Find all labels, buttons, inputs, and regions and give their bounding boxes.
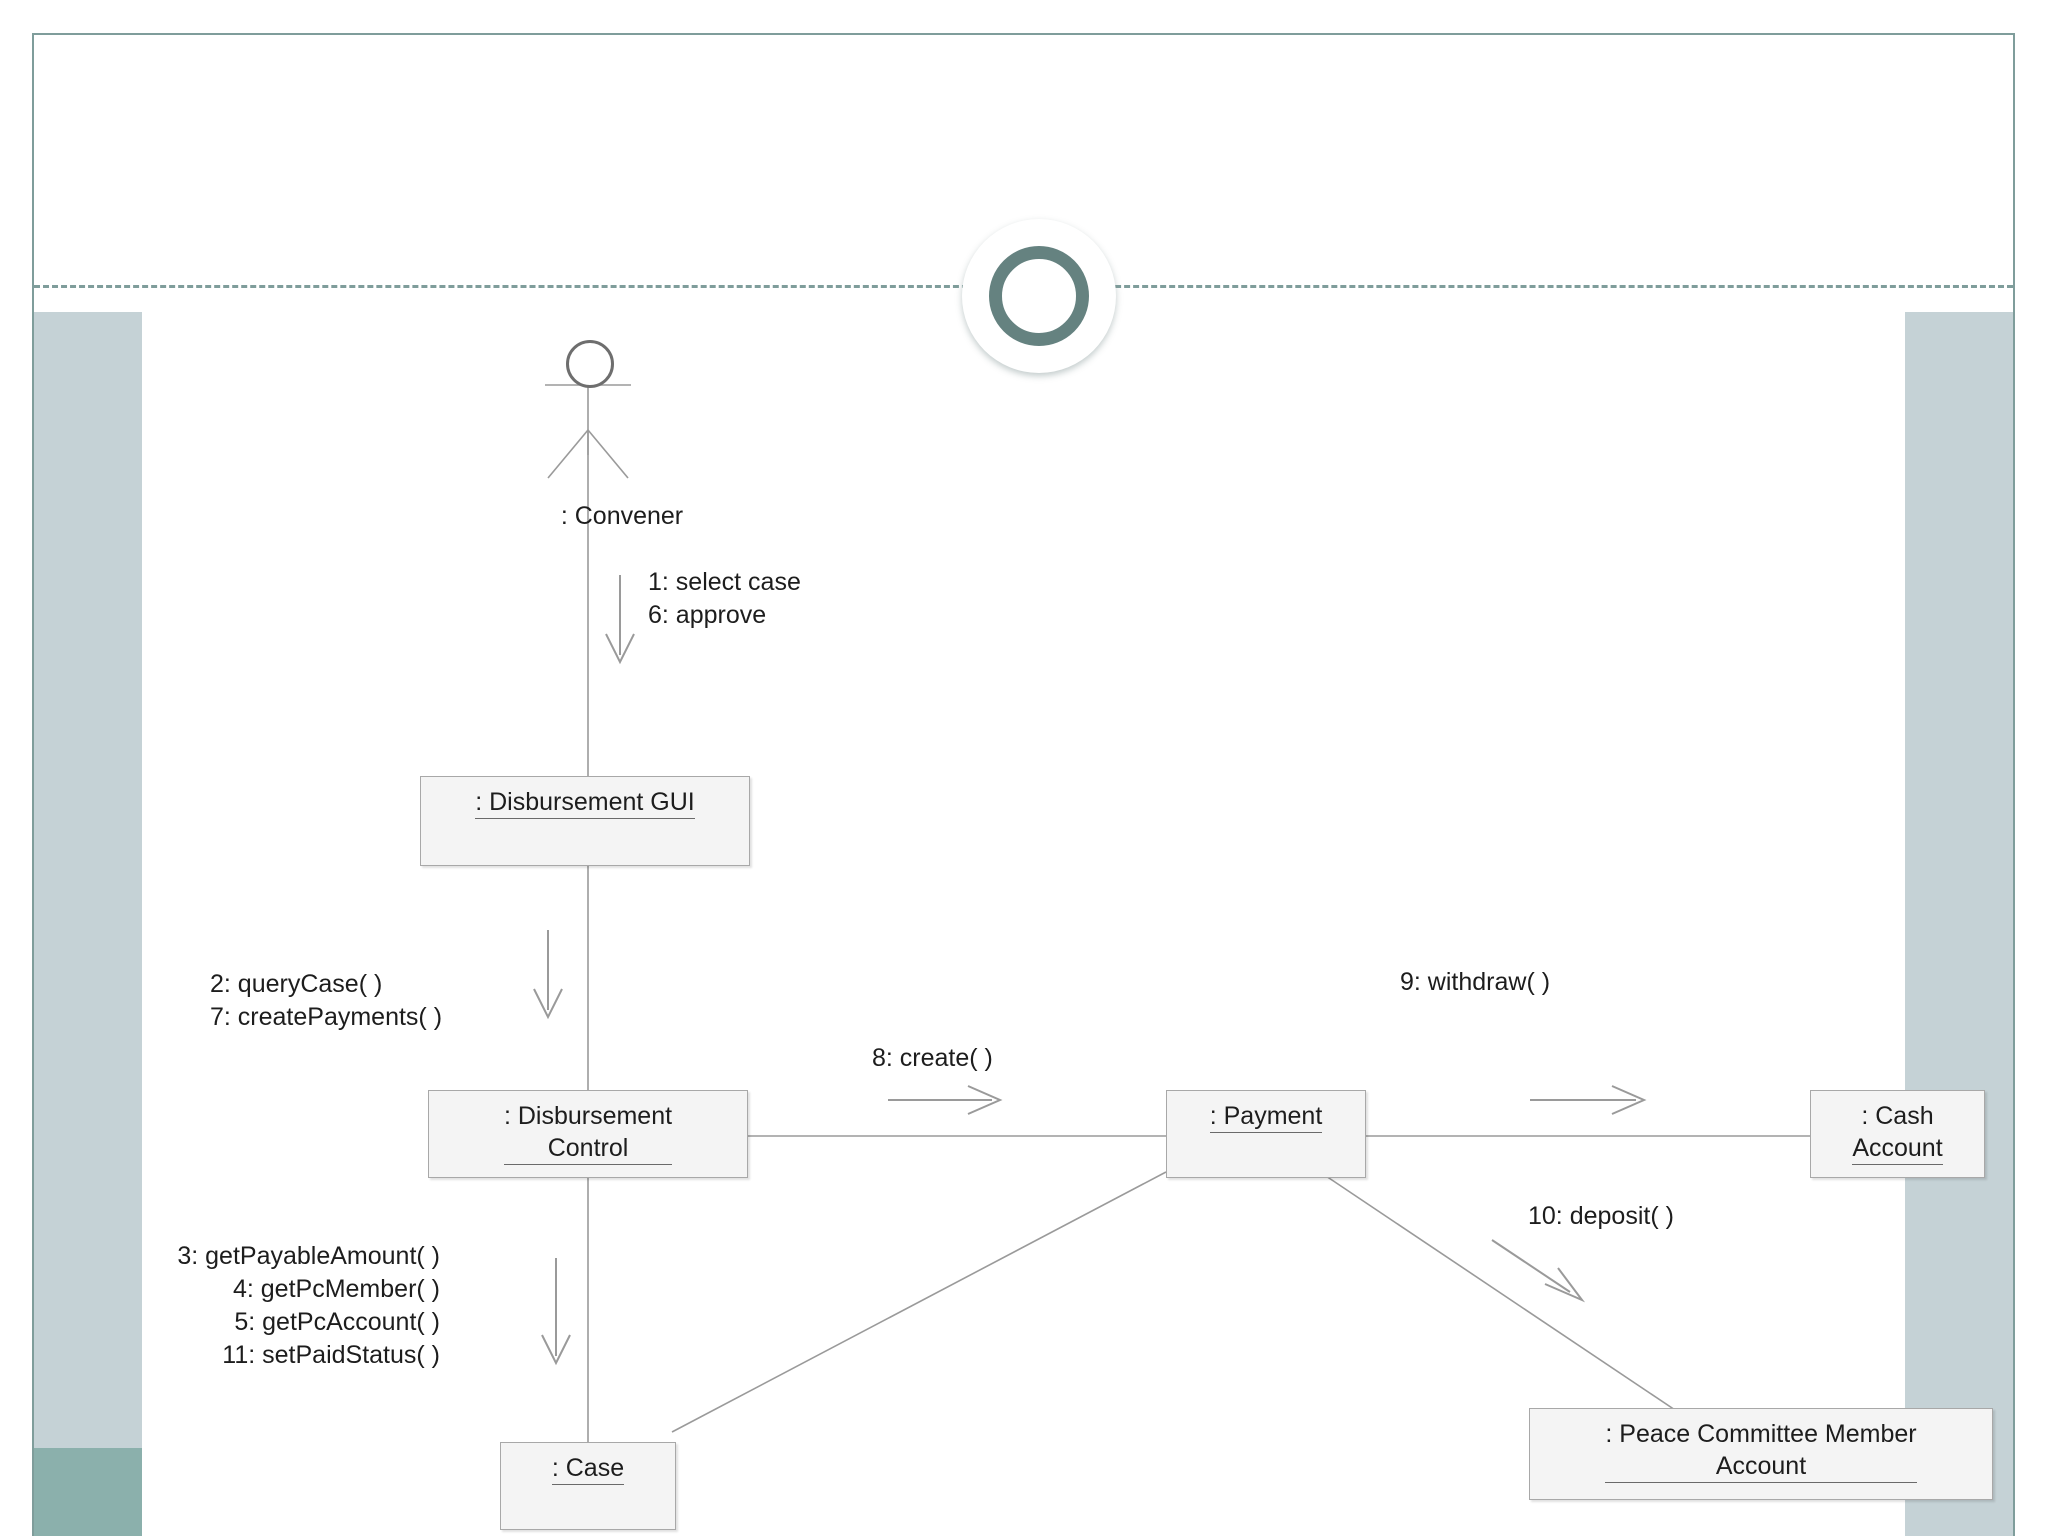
- object-label: : Payment: [1209, 1091, 1323, 1133]
- message-label-control-to-payment: 8: create( ): [872, 1044, 993, 1072]
- object-label: : Cash Account: [1852, 1091, 1943, 1165]
- object-disbursement-gui[interactable]: : Disbursement GUI: [420, 776, 750, 866]
- convener-actor[interactable]: [566, 340, 614, 388]
- object-case[interactable]: : Case: [500, 1442, 676, 1530]
- ring-decoration-icon: [975, 232, 1103, 360]
- object-label: : Disbursement Control: [503, 1091, 673, 1165]
- actor-label: : Convener: [560, 502, 684, 530]
- object-label: : Disbursement GUI: [475, 777, 695, 819]
- object-label: : Peace Committee Member Account: [1605, 1409, 1917, 1483]
- bottom-left-accent-block: [34, 1448, 142, 1536]
- object-pc-member-account[interactable]: : Peace Committee Member Account: [1529, 1408, 1993, 1500]
- object-label: : Case: [551, 1443, 625, 1485]
- object-cash-account[interactable]: : Cash Account: [1810, 1090, 1985, 1178]
- message-label-actor-to-gui: 1: select case 6: approve: [648, 568, 801, 629]
- message-label-payment-to-cash: 9: withdraw( ): [1400, 968, 1551, 996]
- message-label-gui-to-control: 2: queryCase( ) 7: createPayments( ): [210, 970, 443, 1031]
- message-label-control-to-case: 3: getPayableAmount( ) 4: getPcMember( )…: [177, 1242, 440, 1369]
- object-payment[interactable]: : Payment: [1166, 1090, 1366, 1178]
- message-label-payment-to-pc-account: 10: deposit( ): [1528, 1202, 1674, 1230]
- actor-head-icon: [566, 340, 614, 388]
- object-disbursement-control[interactable]: : Disbursement Control: [428, 1090, 748, 1178]
- right-accent-bar: [1905, 312, 2013, 1536]
- left-accent-bar: [34, 312, 142, 1536]
